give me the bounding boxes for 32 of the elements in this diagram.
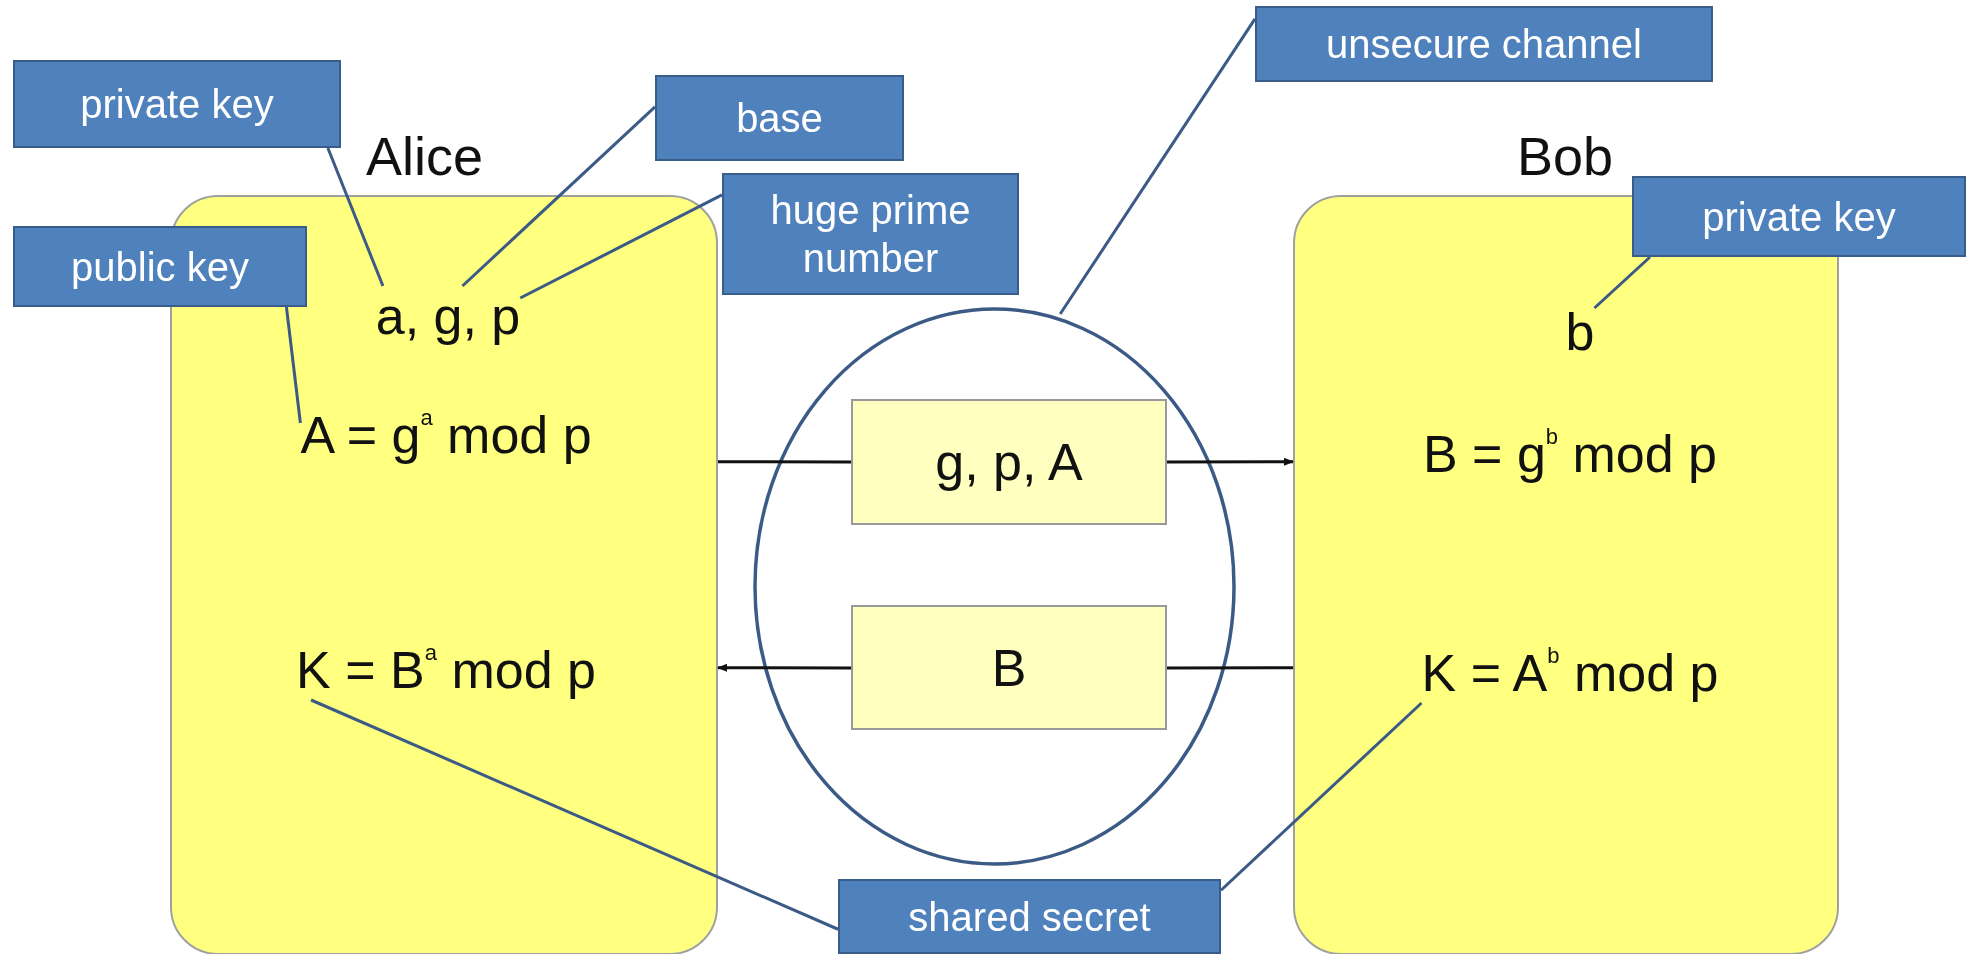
leader-line bbox=[519, 193, 723, 300]
leader-line bbox=[1219, 701, 1423, 892]
message-box bbox=[851, 399, 1167, 525]
connector-line bbox=[1167, 666, 1293, 670]
message-text: B bbox=[991, 637, 1027, 698]
arrow bbox=[1167, 457, 1294, 466]
formula: a, g, p bbox=[375, 286, 521, 346]
message-text: g, p, A bbox=[935, 432, 1083, 492]
leader-line bbox=[1593, 255, 1652, 310]
party-name: Bob bbox=[1517, 125, 1614, 187]
message-box bbox=[851, 605, 1167, 730]
channel-ellipse bbox=[753, 307, 1236, 866]
leader-line bbox=[284, 306, 302, 424]
party-name: Alice bbox=[366, 125, 484, 187]
formula: B = g$^{b}$ mod p bbox=[1422, 424, 1718, 484]
callout-label: private key bbox=[13, 60, 341, 148]
formula: b bbox=[1565, 302, 1595, 362]
leader-line bbox=[461, 105, 657, 288]
callout-label: private key bbox=[1632, 176, 1966, 257]
leader-line bbox=[310, 698, 839, 931]
callout-label: base bbox=[655, 75, 904, 161]
leader-line bbox=[326, 147, 385, 287]
leader-line bbox=[1058, 18, 1257, 315]
arrow bbox=[717, 663, 851, 672]
connector-line bbox=[718, 460, 851, 464]
formula: K = B$^{a}$ mod p bbox=[296, 640, 596, 700]
callout-label: shared secret bbox=[838, 879, 1221, 954]
formula: K = A$^{b}$ mod p bbox=[1421, 643, 1719, 703]
callout-label: huge prime number bbox=[722, 173, 1019, 295]
formula: A = g$^{a}$ mod p bbox=[300, 405, 592, 465]
callout-label: public key bbox=[13, 226, 307, 307]
callout-label: unsecure channel bbox=[1255, 6, 1713, 82]
